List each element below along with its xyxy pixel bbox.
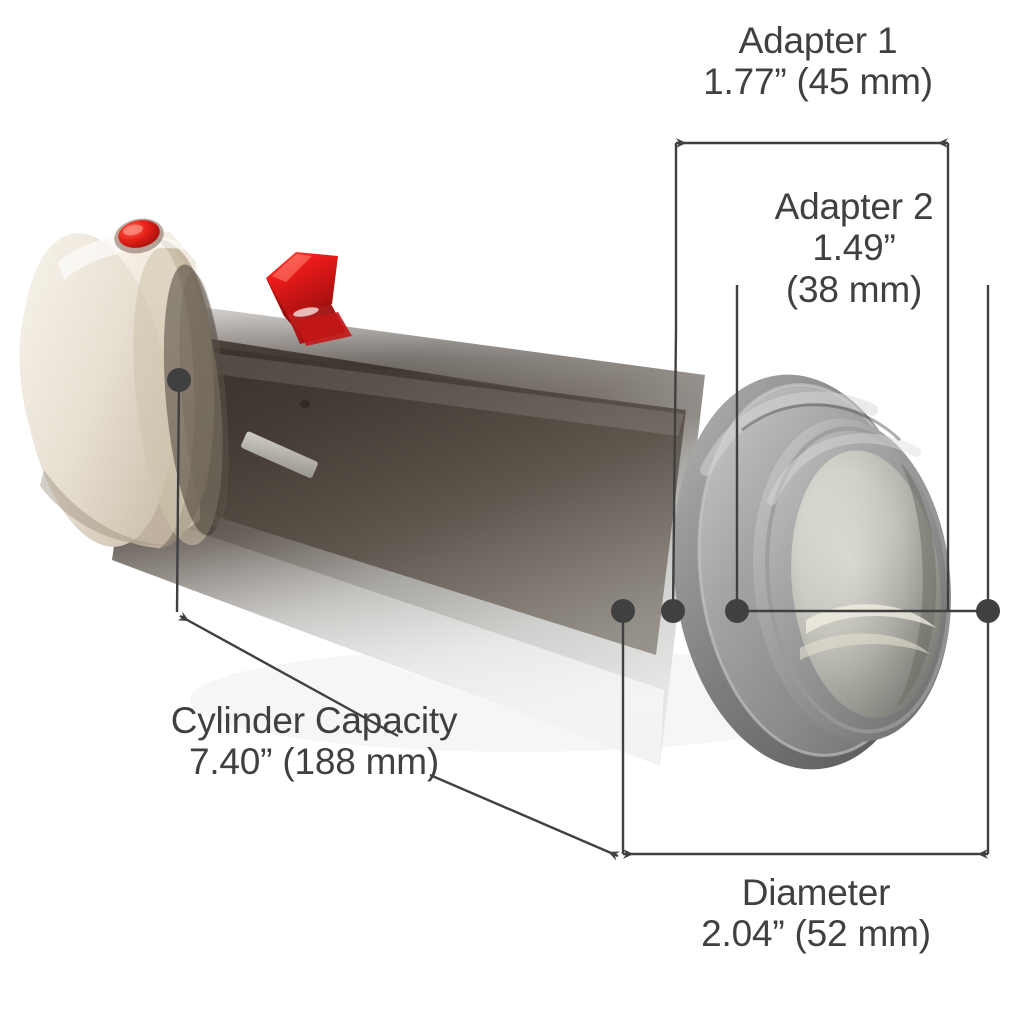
adapter-seam [741, 403, 902, 442]
quick-release-valve[interactable] [266, 252, 352, 346]
head-tube-gasket [163, 264, 229, 536]
cylinder-bore [791, 450, 941, 718]
cylinder-inner-sheen [200, 352, 684, 436]
pump-head-top-highlight [58, 234, 192, 280]
cylinder-inner-sleeve [180, 345, 686, 655]
capacity-arrow-lower [429, 773, 620, 861]
adapter1-label: Adapter 1 1.77” (45 mm) [648, 20, 988, 103]
adapter2-title: Adapter 2 [774, 186, 934, 227]
diameter-measurement: 2.04” (52 mm) [701, 913, 931, 955]
diameter-title: Diameter [741, 872, 891, 913]
reference-dot [611, 599, 635, 623]
capacity-arrow-upper [177, 611, 399, 738]
reference-dot [725, 599, 749, 623]
cylinder-tube [112, 300, 706, 766]
reference-dot [167, 368, 191, 392]
adapter1-measurement: 1.77” (45 mm) [703, 61, 933, 103]
adapter2-label: Adapter 2 1.49” (38 mm) [736, 186, 972, 310]
cylinder-top-highlight [154, 300, 706, 416]
cylinder-speck [300, 399, 310, 409]
cylinder-bottom-highlight [112, 505, 664, 766]
cylinder-capacity-label: Cylinder Capacity 7.40” (188 mm) [104, 700, 524, 783]
adapter2-measurement-mm: (38 mm) [785, 268, 923, 310]
adapter1-leader-left [671, 329, 678, 612]
capacity-extension-left [175, 379, 181, 613]
diameter-label: Diameter 2.04” (52 mm) [616, 872, 1016, 955]
pressure-release-button[interactable] [111, 214, 167, 258]
capacity-measurement: 7.40” (188 mm) [188, 741, 440, 783]
reference-dot [661, 599, 685, 623]
adapter2-measurement-inches: 1.49” [812, 227, 896, 269]
reference-dots [167, 368, 1000, 623]
annotation-layer [167, 138, 1000, 861]
capacity-title: Cylinder Capacity [170, 700, 458, 741]
reference-dot [976, 599, 1000, 623]
pump-head-bottom-shade [40, 470, 176, 546]
cylinder-print-label [241, 431, 318, 478]
adapter1-title: Adapter 1 [738, 20, 898, 61]
pump-head-dome [21, 233, 171, 547]
